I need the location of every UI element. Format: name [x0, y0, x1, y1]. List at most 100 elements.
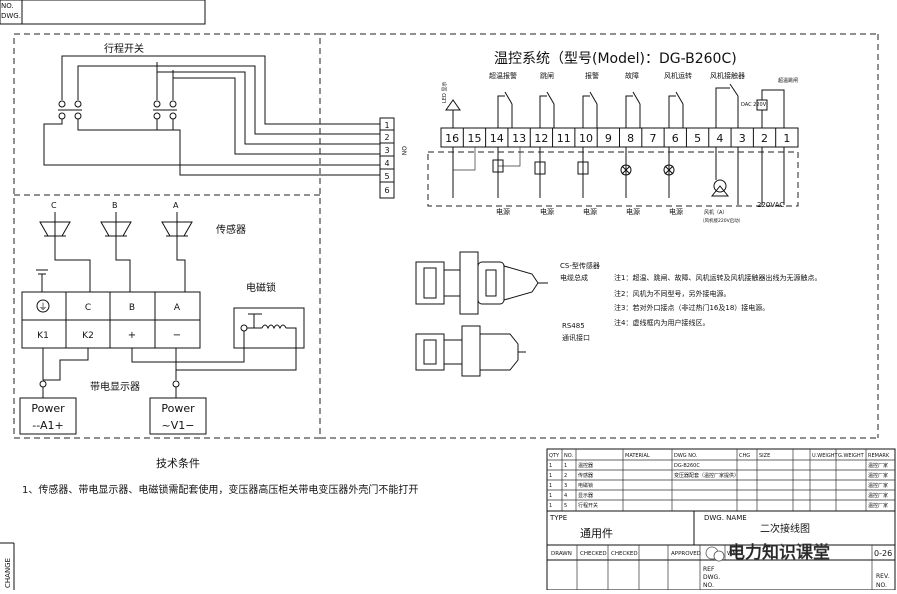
tech-title: 技术条件 — [156, 456, 200, 470]
change-label: CHANGE — [4, 558, 12, 588]
table-cell: 5 — [564, 503, 567, 509]
terminal-5: 5 — [694, 132, 701, 145]
table-cell: 显示器 — [578, 493, 593, 499]
label-led: LED 显示 — [442, 82, 448, 103]
approved-label: APPROVED — [671, 551, 701, 557]
connector-label-2: 电缆总成 — [560, 273, 588, 282]
note-1: 注1：超温、跳闸、故障、风机运转及风机接触器出线为无源触点。 — [614, 273, 821, 282]
junction-box: ⏚ C B A K1 K2 + − — [21, 291, 201, 349]
fan-sub-label: （风机接220V启动） — [700, 217, 743, 224]
power-box-v1: Power ~V1− — [149, 397, 207, 435]
connector-upper — [415, 251, 548, 315]
wnc-label: WNC — [727, 551, 741, 557]
load-label-2: 电源 — [540, 207, 554, 216]
small-terminal-strip: 1 2 3 4 5 6 ON — [379, 117, 407, 199]
power-box-a1-bottom: --A1+ — [32, 419, 63, 432]
table-header: CHG — [739, 453, 750, 459]
label-fan-running: 风机运转 — [664, 71, 692, 80]
junction-k1: K1 — [37, 331, 49, 341]
terminal-3: 3 — [739, 132, 746, 145]
terminal-16: 16 — [445, 132, 459, 145]
small-terminal-1: 1 — [384, 121, 389, 130]
terminal-15: 15 — [467, 132, 481, 145]
label-dac: DAC 220V — [741, 102, 767, 108]
on-label: ON — [400, 146, 407, 155]
table-header: SIZE — [759, 453, 770, 459]
junction-ground: ⏚ — [38, 302, 47, 313]
sensor-b: B — [100, 201, 132, 242]
small-terminal-4: 4 — [384, 159, 389, 168]
terminal-14: 14 — [490, 132, 504, 145]
load-label-5: 电源 — [669, 207, 683, 216]
load-label-4: 电源 — [626, 207, 640, 216]
terminal-7: 7 — [649, 132, 656, 145]
table-cell: 温控厂家 — [868, 502, 888, 509]
table-cell: 温控器 — [578, 462, 593, 469]
lock-label: 电磁锁 — [246, 281, 276, 294]
terminal-1: 1 — [783, 132, 790, 145]
table-cell: DG-B260C — [674, 463, 700, 469]
watermark-text: 电力知识课堂 — [728, 543, 830, 563]
table-cell: 4 — [564, 493, 567, 499]
junction-b: B — [129, 303, 135, 313]
table-cell: 温控厂家 — [868, 472, 888, 479]
bottom-load-labels: 电源 电源 电源 电源 电源 风机（A） （风机接220V启动） 220VAC — [496, 201, 784, 224]
junction-plus: + — [128, 330, 136, 341]
table-cell: 2 — [564, 473, 567, 479]
label-alarm: 报警 — [585, 71, 599, 80]
connector-label-4: 通讯接口 — [562, 333, 590, 342]
rev-label: REV. — [876, 573, 889, 580]
title-block: TYPE 通用件 DWG. NAME 二次接线图 DRAWN CHECKED C… — [546, 510, 896, 591]
note-4: 注4：虚线框内为用户接线区。 — [614, 318, 709, 327]
load-label-3: 电源 — [583, 207, 597, 216]
dwg-suffix: 0-26 — [874, 549, 892, 558]
junction-minus: − — [173, 330, 181, 341]
type-label: TYPE — [549, 514, 567, 522]
display-label: 带电显示器 — [90, 380, 140, 393]
load-label-1: 电源 — [496, 207, 510, 216]
power-box-v1-top: Power — [161, 402, 195, 415]
checked-label-1: CHECKED — [580, 551, 607, 557]
supply-label: 220VAC — [757, 201, 784, 209]
table-cell: 1 — [549, 473, 552, 479]
small-terminal-3: 3 — [384, 146, 389, 155]
label-over-temp-alarm: 超温报警 — [489, 71, 517, 80]
terminal-8: 8 — [627, 132, 634, 145]
table-cell: 传感器 — [578, 472, 593, 479]
type-value: 通用件 — [580, 527, 613, 540]
terminal-9: 9 — [605, 132, 612, 145]
relay-contacts — [445, 83, 785, 128]
terminal-2: 2 — [761, 132, 768, 145]
no-label: NO. — [703, 582, 714, 589]
terminal-12: 12 — [534, 132, 548, 145]
connector-label-3: RS485 — [562, 322, 585, 330]
label-trip: 跳闸 — [540, 71, 554, 80]
sensor-a: A — [161, 201, 193, 242]
table-cell: 行程开关 — [578, 502, 598, 509]
controller-title: 温控系统（型号(Model)：DG-B260C) — [494, 51, 737, 67]
travel-switch-2 — [153, 62, 177, 120]
table-header: U.WEIGHT — [812, 453, 838, 459]
power-box-a1-top: Power — [31, 402, 65, 415]
top-contact-labels: 超温报警 跳闸 报警 故障 风机运转 风机接触器 超温跳闸 DAC 220V L… — [442, 71, 798, 108]
table-header: REMARK — [868, 453, 890, 459]
table-cell: 电磁锁 — [578, 482, 593, 489]
corner-box — [0, 0, 206, 25]
dwg-name-label: DWG. NAME — [704, 514, 747, 522]
connector-labels: CS-型传感器 电缆总成 RS485 通讯接口 — [560, 261, 600, 342]
travel-switch-label: 行程开关 — [104, 42, 144, 55]
ground-symbol — [36, 269, 48, 292]
sensor-label: 传感器 — [216, 223, 246, 236]
small-terminal-6: 6 — [384, 186, 389, 195]
watermark: 电力知识课堂 — [705, 543, 830, 563]
power-box-a1: Power --A1+ — [19, 397, 77, 435]
junction-a: A — [174, 303, 181, 313]
terminal-11: 11 — [557, 132, 571, 145]
travel-switch-1 — [58, 62, 82, 120]
terminal-13: 13 — [512, 132, 526, 145]
dwg-label: DWG. — [703, 574, 720, 581]
small-terminal-5: 5 — [384, 172, 389, 181]
table-cell: 1 — [549, 493, 552, 499]
